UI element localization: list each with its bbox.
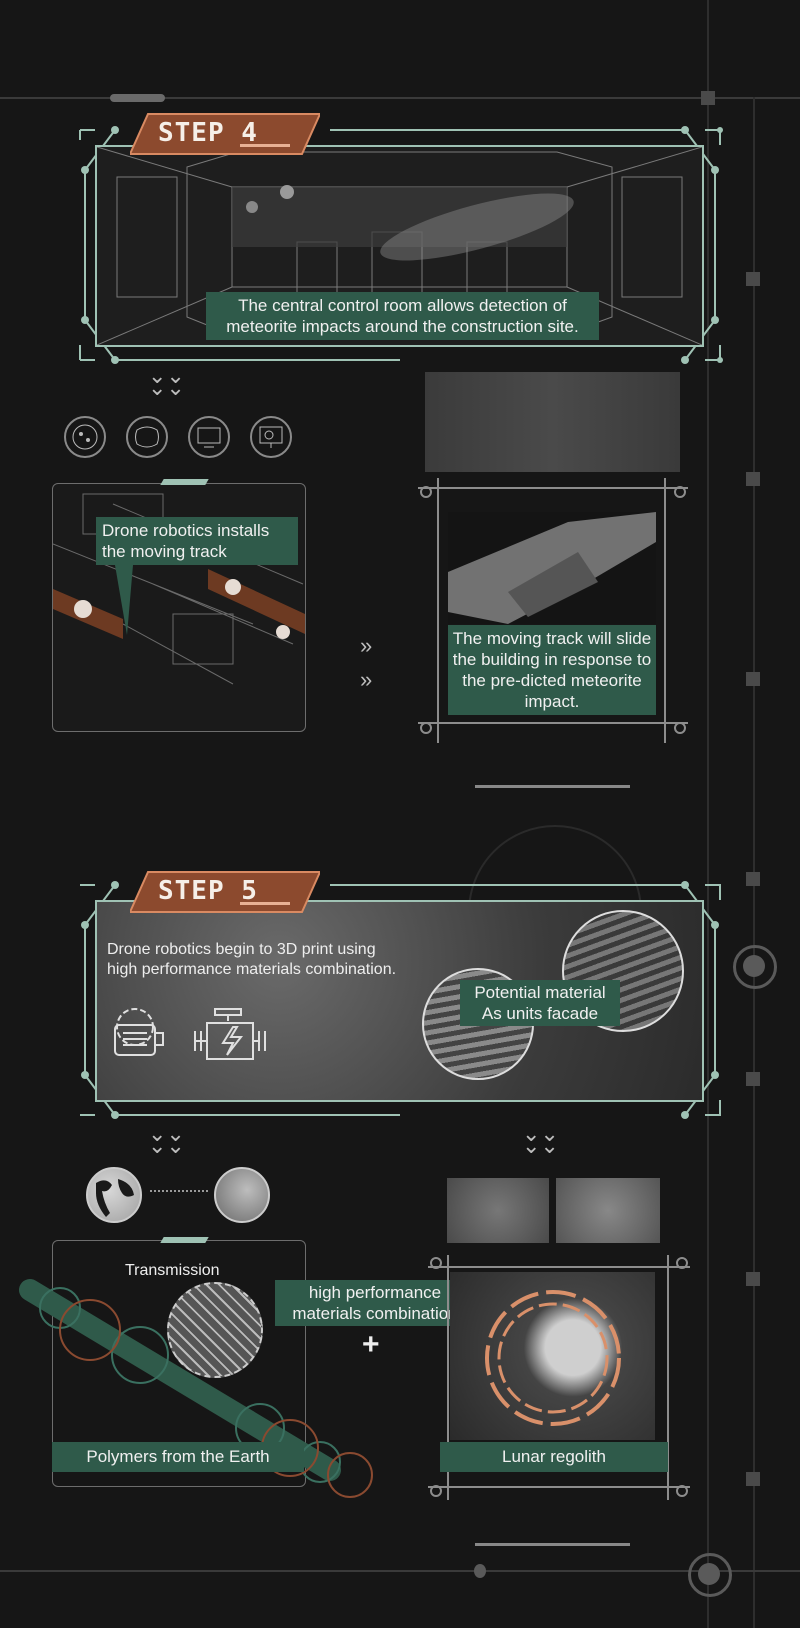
connector-line [475,785,630,788]
rail-marker [746,672,760,686]
electric-engine-icon [194,1008,266,1060]
map-icon [126,416,168,458]
robot-arm-photo [425,372,680,472]
motor-gear-icon [114,1008,164,1056]
step5-badge-label: STEP 5 [158,876,258,906]
regolith-panel-frame [428,1255,690,1500]
top-divider [0,97,800,99]
right-rail-outer [753,97,755,1628]
step5-badge: STEP 5 [130,870,320,914]
earth-icon [86,1167,142,1223]
panel-tab [160,479,209,485]
step4-main-caption: The central control room allows detectio… [206,292,599,340]
bottom-target-dot [698,1563,720,1585]
right-rail-inner [707,0,709,1628]
rail-marker [746,472,760,486]
regolith-sample-photo [556,1178,660,1243]
chevron-right-icon: » [360,667,373,692]
step5-intro: Drone robotics begin to 3D print using h… [107,941,397,978]
regolith-sample-photo [447,1178,549,1243]
transfer-arrow-icon [150,1190,208,1196]
rail-target-ring [733,945,777,989]
potential-material-label: Potential material As units facade [460,980,620,1026]
radar-monitor-icon [250,416,292,458]
top-divider-pill [110,94,165,102]
callout-pointer [115,565,133,635]
rail-marker [746,872,760,886]
rail-marker [746,1472,760,1486]
track-3d-render [448,512,656,624]
rail-marker [746,1072,760,1086]
regolith-label: Lunar regolith [440,1442,668,1472]
step4-badge: STEP 4 [130,112,320,156]
chevron-down-icon: ⌄⌄⌄⌄ [148,1121,185,1158]
polymer-fiber-circle [167,1282,263,1378]
bottom-target-ring [688,1553,732,1597]
control-room-illustration [97,147,702,345]
chevron-right-icon: » [360,633,373,658]
drone-install-caption: Drone robotics installs the moving track [96,517,298,565]
rail-marker [746,1272,760,1286]
step4-badge-label: STEP 4 [158,118,258,148]
step4-image-frame [95,145,704,347]
monitor-icon [188,416,230,458]
bottom-divider [0,1570,800,1572]
moon-icon [214,1167,270,1223]
rail-marker [701,91,715,105]
transmission-label: Transmission [125,1262,220,1279]
rail-target-dot [743,955,765,977]
target-reticle-icon [485,1290,621,1426]
track-caption: The moving track will slide the building… [448,625,656,715]
track-panel-frame [418,478,688,743]
rail-marker [746,272,760,286]
chevron-down-icon: ⌄⌄⌄⌄ [148,363,185,400]
plus-icon: + [362,1328,380,1361]
bottom-divider-dot [474,1564,486,1578]
microbe-icon [64,416,106,458]
combination-label: high performance materials combination [275,1280,475,1326]
connector-line [475,1543,630,1546]
chevron-down-icon: ⌄⌄⌄⌄ [522,1121,559,1158]
polymers-label: Polymers from the Earth [52,1442,304,1472]
panel-tab [160,1237,209,1243]
